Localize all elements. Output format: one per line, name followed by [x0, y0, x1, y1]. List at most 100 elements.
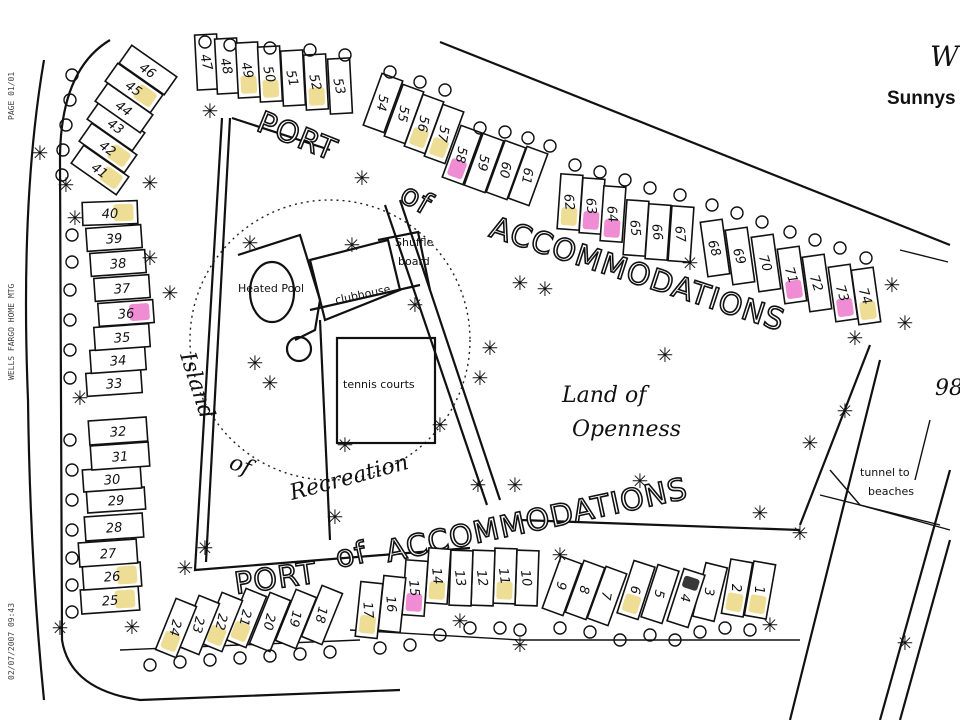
interior-road-left-inner: [204, 117, 232, 563]
unit-68: 68: [699, 218, 731, 278]
unit-highlight: [206, 625, 227, 646]
unit-37: 37: [92, 273, 152, 303]
tree-icon: ✳: [124, 615, 141, 639]
unit-number: 15: [405, 579, 422, 597]
unit-outline: [448, 549, 474, 607]
unit-9: 9: [541, 555, 583, 617]
tree-icon: ✳: [177, 556, 194, 580]
unit-number: 39: [105, 231, 123, 247]
unit-38: 38: [88, 248, 148, 278]
tree-icon: ✳: [472, 366, 489, 390]
tree-icon: ✳: [847, 326, 864, 350]
unit-44: 44: [94, 82, 154, 134]
unit-highlight: [114, 589, 136, 609]
unit-highlight: [682, 575, 700, 591]
unit-highlight: [358, 614, 377, 634]
unit-outline: [77, 538, 139, 568]
parking-spot-marker: [65, 551, 79, 565]
unit-outline: [88, 248, 148, 278]
recreation-label: Recreation: [286, 450, 411, 506]
parking-spot-marker: [438, 83, 452, 97]
island-label: Island: [174, 348, 219, 422]
parking-spot-marker: [859, 251, 873, 265]
unit-highlight: [560, 207, 578, 226]
unit-40: 40: [81, 199, 139, 227]
unit-number: 32: [109, 424, 127, 440]
unit-number: 1: [751, 586, 766, 594]
unit-number: 68: [704, 238, 723, 258]
unit-48: 48: [213, 37, 241, 95]
unit-highlight: [160, 631, 181, 652]
top-boundary: [439, 40, 951, 247]
lot-line: [914, 419, 931, 481]
shuffleboard-label-2: board: [398, 255, 430, 268]
tree-icon: ✳: [792, 521, 809, 545]
unit-72: 72: [801, 253, 833, 313]
unit-outline: [89, 441, 151, 471]
unit-65: 65: [622, 198, 650, 258]
unit-outline: [699, 218, 731, 278]
parking-spot-marker: [553, 621, 567, 635]
unit-highlight: [621, 593, 642, 615]
unit-number: 24: [165, 618, 183, 637]
pool-label: Heated Pool: [238, 282, 304, 295]
tree-icon: ✳: [432, 413, 449, 437]
unit-13: 13: [448, 549, 474, 607]
unit-56: 56: [403, 93, 445, 155]
parking-spot-marker: [303, 43, 317, 57]
land-label: Land of: [561, 383, 650, 408]
parking-spot-marker: [413, 75, 427, 89]
unit-highlight: [230, 621, 251, 642]
tree-icon: ✳: [837, 399, 854, 423]
parking-spot-marker: [56, 143, 70, 157]
right-road-3: [788, 359, 882, 720]
tree-icon: ✳: [682, 251, 699, 275]
unit-41: 41: [70, 144, 130, 196]
unit-4: 4: [666, 567, 706, 629]
tennis-courts: [335, 336, 437, 445]
unit-61: 61: [507, 145, 549, 207]
header-title: Sunnys: [887, 88, 956, 109]
unit-highlight: [496, 581, 513, 600]
parking-spot-marker: [668, 633, 682, 647]
unit-6: 6: [616, 559, 656, 621]
unit-14: 14: [424, 546, 452, 606]
path-diagonal-1: [398, 199, 502, 501]
unit-outline: [463, 132, 505, 194]
header-script: W: [930, 40, 960, 73]
parking-spot-marker: [463, 621, 477, 635]
unit-number: 19: [285, 609, 303, 628]
unit-number: 22: [211, 612, 229, 631]
tree-icon: ✳: [72, 386, 89, 410]
parking-spot-marker: [323, 645, 337, 659]
unit-number: 28: [105, 520, 123, 536]
lot-number: 98: [935, 376, 960, 401]
parking-spot-marker: [65, 228, 79, 242]
right-road-1: [878, 469, 952, 720]
tree-icon: ✳: [52, 616, 69, 640]
parking-spot-marker: [373, 641, 387, 655]
fax-sender: WELLS FARGO HOME MTG: [7, 283, 16, 380]
unit-highlight: [240, 75, 258, 94]
tree-icon: ✳: [142, 246, 159, 270]
unit-42: 42: [78, 122, 138, 174]
tree-icon: ✳: [897, 631, 914, 655]
parking-spot-marker: [65, 605, 79, 619]
parking-spot-marker: [263, 41, 277, 55]
unit-highlight: [429, 137, 449, 158]
left-boundary: [24, 59, 46, 701]
unit-34: 34: [88, 345, 148, 375]
shuffleboard: [377, 230, 432, 291]
fax-date: 02/07/2007 09:43: [7, 603, 16, 680]
unit-53: 53: [326, 57, 354, 115]
unit-outline: [248, 591, 292, 653]
tree-icon: ✳: [897, 311, 914, 335]
unit-outline: [507, 145, 549, 207]
unit-12: 12: [470, 549, 496, 607]
unit-63: 63: [578, 176, 606, 236]
parking-spot-marker: [65, 578, 79, 592]
unit-number: 26: [103, 569, 121, 585]
unit-number: 67: [671, 225, 688, 244]
unit-outline: [274, 588, 318, 650]
